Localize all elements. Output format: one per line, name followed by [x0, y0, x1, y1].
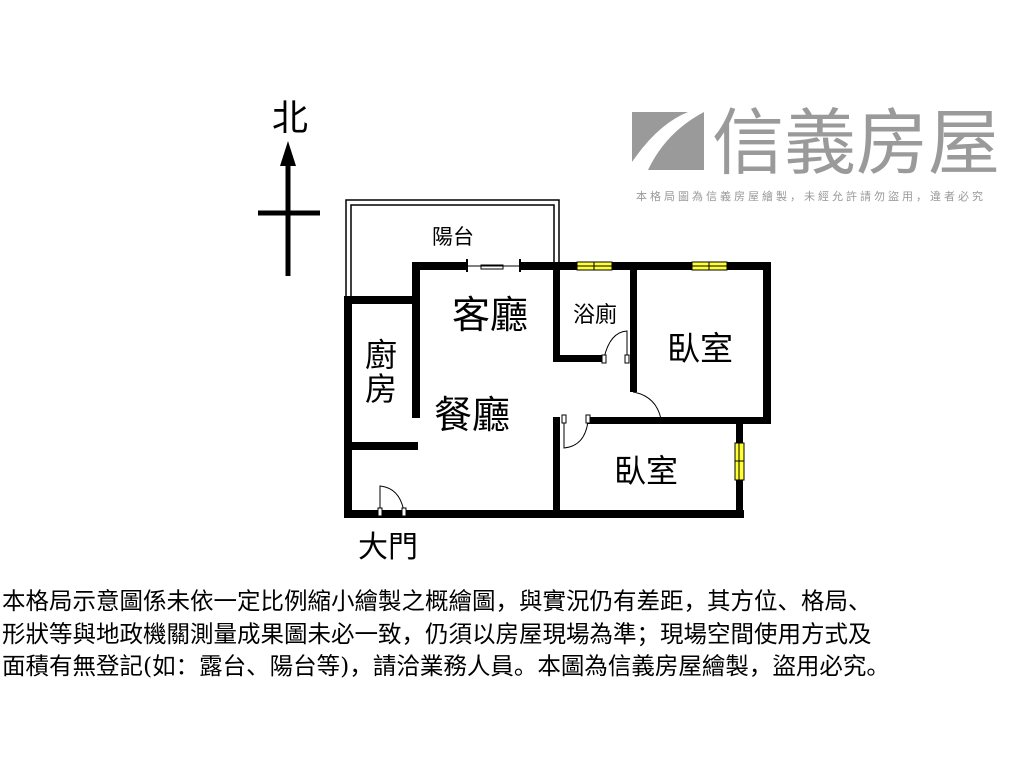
room-label-kitchen-2: 房: [365, 370, 397, 408]
room-label-bedroom-2: 臥室: [614, 452, 678, 490]
room-label-living-room: 客廳: [452, 293, 528, 337]
room-label-bedroom-1: 臥室: [667, 329, 733, 368]
north-label: 北: [272, 98, 308, 139]
watermark: 信義房屋 本格局圖為信義房屋繪製，未經允許請勿盜用，違者必究: [632, 101, 1000, 203]
room-label-dining-room: 餐廳: [434, 393, 510, 437]
watermark-brand: 信義房屋: [712, 101, 1000, 185]
label-main-door: 大門: [358, 530, 418, 565]
room-label-kitchen: 廚: [365, 336, 397, 374]
doors: [377, 330, 662, 517]
windows: [576, 261, 745, 481]
disclaimer-line-3: 面積有無登記(如：露台、陽台等)，請洽業務人員。本圖為信義房屋繪製，盜用必究。: [2, 652, 890, 680]
north-compass-icon: [258, 141, 320, 276]
walls: [344, 262, 771, 518]
watermark-notice: 本格局圖為信義房屋繪製，未經允許請勿盜用，違者必究: [636, 189, 986, 203]
balcony-outline: [345, 199, 560, 298]
room-label-balcony: 陽台: [432, 225, 474, 249]
sliding-door: [466, 259, 521, 272]
disclaimer-line-2: 形狀等與地政機關測量成果圖未必一致，仍須以房屋現場為準；現場空間使用方式及: [2, 620, 872, 648]
disclaimer-line-1: 本格局示意圖係未依一定比例縮小繪製之概繪圖，與實況仍有差距，其方位、格局、: [2, 587, 872, 615]
room-label-bathroom: 浴廁: [573, 303, 617, 328]
